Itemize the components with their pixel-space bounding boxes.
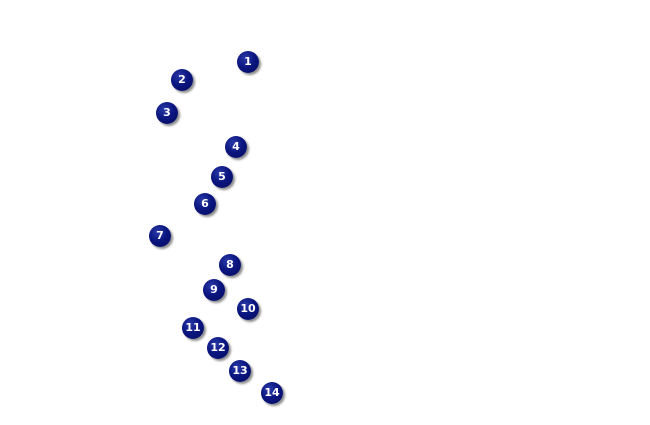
marker-5[interactable]: 5 — [211, 166, 233, 188]
marker-11[interactable]: 11 — [182, 317, 204, 339]
marker-12[interactable]: 12 — [207, 337, 229, 359]
marker-3[interactable]: 3 — [156, 102, 178, 124]
marker-8[interactable]: 8 — [219, 254, 241, 276]
marker-1[interactable]: 1 — [237, 51, 259, 73]
marker-2[interactable]: 2 — [171, 69, 193, 91]
marker-6[interactable]: 6 — [194, 193, 216, 215]
marker-14[interactable]: 14 — [261, 382, 283, 404]
marker-10[interactable]: 10 — [237, 298, 259, 320]
marker-13[interactable]: 13 — [229, 360, 251, 382]
marker-7[interactable]: 7 — [149, 225, 171, 247]
marker-9[interactable]: 9 — [203, 279, 225, 301]
marker-4[interactable]: 4 — [225, 136, 247, 158]
